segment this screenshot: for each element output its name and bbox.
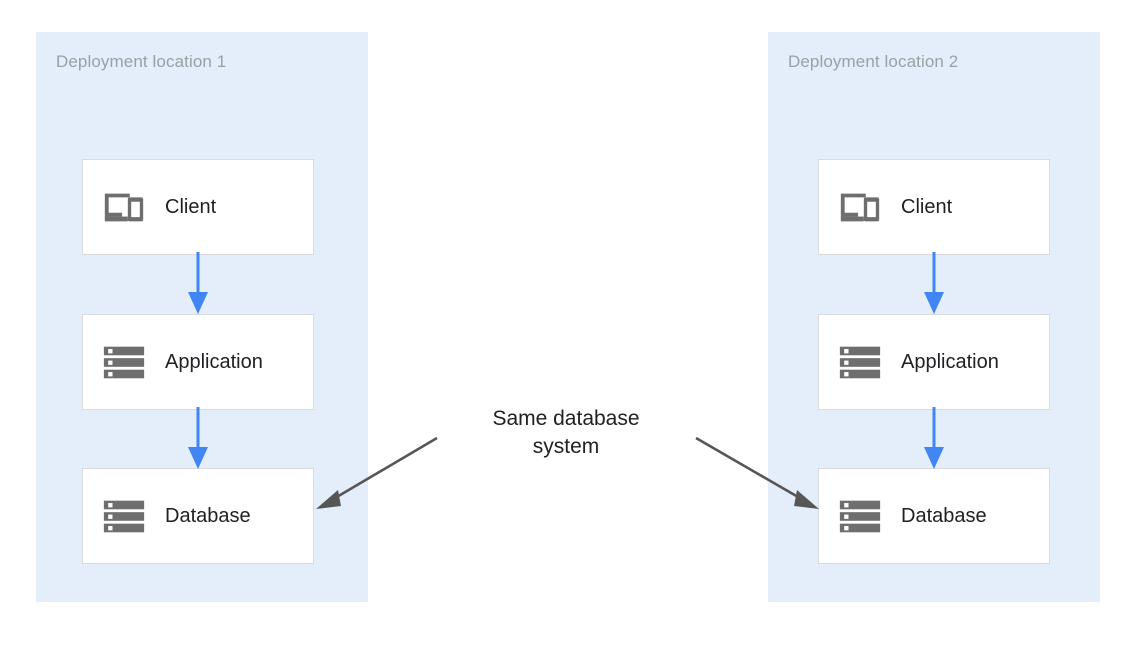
server-icon bbox=[103, 500, 145, 533]
devices-icon bbox=[104, 193, 144, 222]
flow-arrow-application-to-database-1 bbox=[188, 407, 208, 469]
zone-2-label: Deployment location 2 bbox=[788, 52, 959, 71]
flow-arrow-client-to-application-2 bbox=[924, 252, 944, 314]
server-icon bbox=[839, 346, 881, 379]
node-application-1-label: Application bbox=[165, 350, 263, 373]
node-application-2[interactable]: Application bbox=[818, 314, 1050, 410]
node-database-1[interactable]: Database bbox=[82, 468, 314, 564]
annotation-label: Same database system bbox=[441, 405, 691, 461]
devices-icon bbox=[840, 193, 880, 222]
annotation-line-2: system bbox=[532, 435, 600, 458]
annotation-arrow-right bbox=[695, 436, 819, 509]
node-application-1[interactable]: Application bbox=[82, 314, 314, 410]
annotation-line-1: Same database bbox=[492, 407, 640, 430]
node-client-1[interactable]: Client bbox=[82, 159, 314, 255]
annotation-arrow-left bbox=[316, 436, 438, 509]
node-client-2[interactable]: Client bbox=[818, 159, 1050, 255]
flow-arrow-application-to-database-2 bbox=[924, 407, 944, 469]
node-database-2-label: Database bbox=[901, 504, 987, 527]
node-application-2-label: Application bbox=[901, 350, 999, 373]
server-icon bbox=[839, 500, 881, 533]
server-icon bbox=[103, 346, 145, 379]
zone-1-label: Deployment location 1 bbox=[56, 52, 227, 71]
node-database-1-label: Database bbox=[165, 504, 251, 527]
node-client-1-label: Client bbox=[165, 195, 217, 218]
node-client-2-label: Client bbox=[901, 195, 953, 218]
node-database-2[interactable]: Database bbox=[818, 468, 1050, 564]
flow-arrow-client-to-application-1 bbox=[188, 252, 208, 314]
annotation-arrows bbox=[316, 436, 819, 509]
